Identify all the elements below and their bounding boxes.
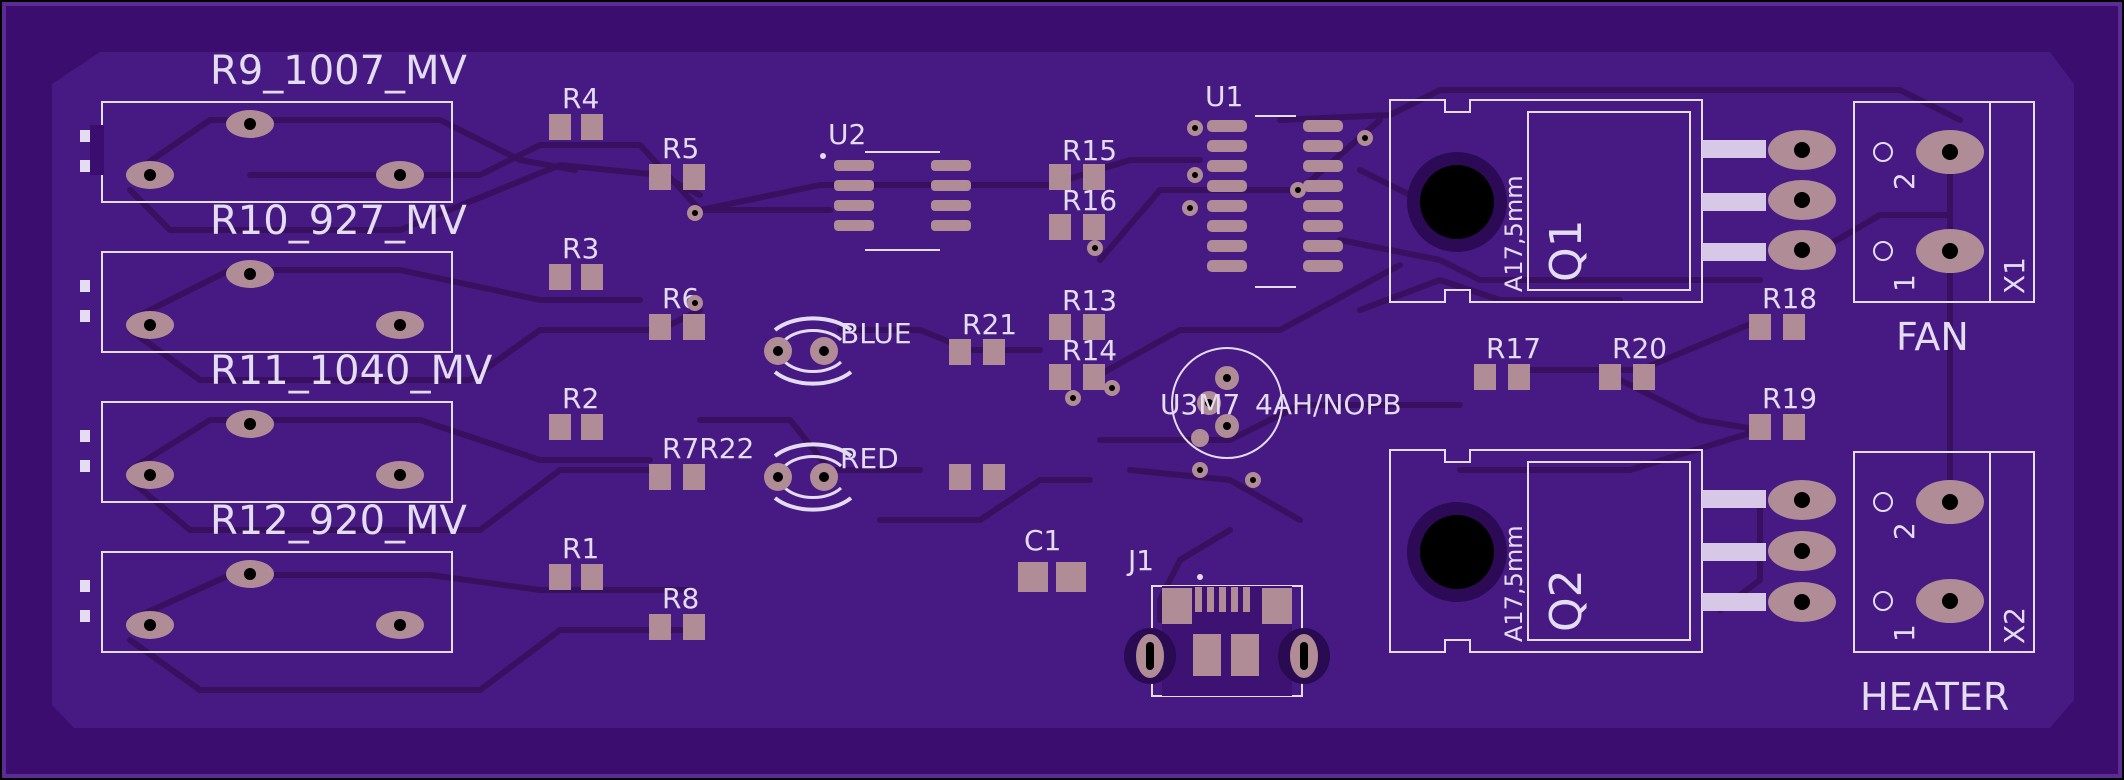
- label-r19: R19: [1762, 382, 1817, 415]
- label-r7-r22: R7R22: [662, 432, 754, 465]
- label-blue: BLUE: [840, 317, 912, 350]
- label-r16: R16: [1062, 184, 1117, 217]
- pot-body: [101, 401, 453, 503]
- pot-r12: R12_920_MV: [80, 498, 468, 653]
- led-blue: BLUE: [764, 316, 912, 386]
- transistor-q2: A17,5mm Q2: [1389, 449, 1836, 653]
- label-red: RED: [840, 442, 899, 475]
- led-red: RED: [764, 442, 899, 512]
- pot-r9: R9_1007_MV: [80, 48, 468, 203]
- label-r17: R17: [1486, 332, 1541, 365]
- label-heater: HEATER: [1860, 675, 2009, 719]
- resistor-labels: R4 R5 R3 R6 R2 R7R22 R1 R8 R15 R16 R13 R…: [562, 82, 1817, 615]
- label-r5: R5: [662, 132, 699, 165]
- capacitor-c1: C1: [1018, 524, 1086, 592]
- pot-label: R11_1040_MV: [210, 348, 493, 394]
- label-r15: R15: [1062, 134, 1117, 167]
- label-r14: R14: [1062, 334, 1117, 367]
- transistor-q1: A17,5mm Q1: [1389, 99, 1836, 303]
- ic-u3: U3M7 4AH/NOPB: [1160, 347, 1402, 459]
- label-fan: FAN: [1896, 315, 1969, 359]
- ic-u1: U1: [1205, 80, 1343, 288]
- label-r4: R4: [562, 82, 599, 115]
- label-r20: R20: [1612, 332, 1667, 365]
- label-u3-part: 4AH/NOPB: [1255, 388, 1402, 421]
- label-x2-pin1: 1: [1888, 624, 1921, 642]
- label-q1: Q1: [1541, 219, 1592, 282]
- pot-body: [101, 551, 453, 653]
- terminal-x2: 2 1 X2 HEATER: [1853, 451, 2035, 719]
- label-r13: R13: [1062, 284, 1117, 317]
- label-c1: C1: [1024, 524, 1061, 557]
- label-x2: X2: [1998, 607, 2031, 644]
- terminal-x1: 2 1 X1 FAN: [1853, 101, 2035, 359]
- connector-j1: J1: [1124, 544, 1330, 697]
- label-u2: U2: [828, 118, 866, 151]
- ic-u2: U2: [820, 118, 971, 251]
- label-q2: Q2: [1541, 569, 1592, 632]
- pot-label: R9_1007_MV: [210, 48, 468, 94]
- label-r18: R18: [1762, 282, 1817, 315]
- pot-r10: R10_927_MV: [80, 198, 468, 353]
- label-j1: J1: [1126, 544, 1154, 577]
- pot-body: [101, 251, 453, 353]
- label-q2-package: A17,5mm: [1500, 525, 1528, 642]
- label-r8: R8: [662, 582, 699, 615]
- label-r1: R1: [562, 532, 599, 565]
- via-holes: [692, 125, 1368, 483]
- label-u1: U1: [1205, 80, 1243, 113]
- label-x1: X1: [1998, 257, 2031, 294]
- label-r2: R2: [562, 382, 599, 415]
- resistor-pads: [549, 114, 1805, 640]
- label-r21: R21: [962, 308, 1017, 341]
- pot-r11: R11_1040_MV: [80, 348, 493, 503]
- pot-label: R12_920_MV: [210, 498, 468, 544]
- label-u3-name: U3M7: [1160, 388, 1240, 421]
- label-q1-package: A17,5mm: [1500, 175, 1528, 292]
- label-x1-pin1: 1: [1888, 274, 1921, 292]
- label-x1-pin2: 2: [1888, 172, 1921, 190]
- label-r3: R3: [562, 232, 599, 265]
- label-x2-pin2: 2: [1888, 522, 1921, 540]
- pot-label: R10_927_MV: [210, 198, 468, 244]
